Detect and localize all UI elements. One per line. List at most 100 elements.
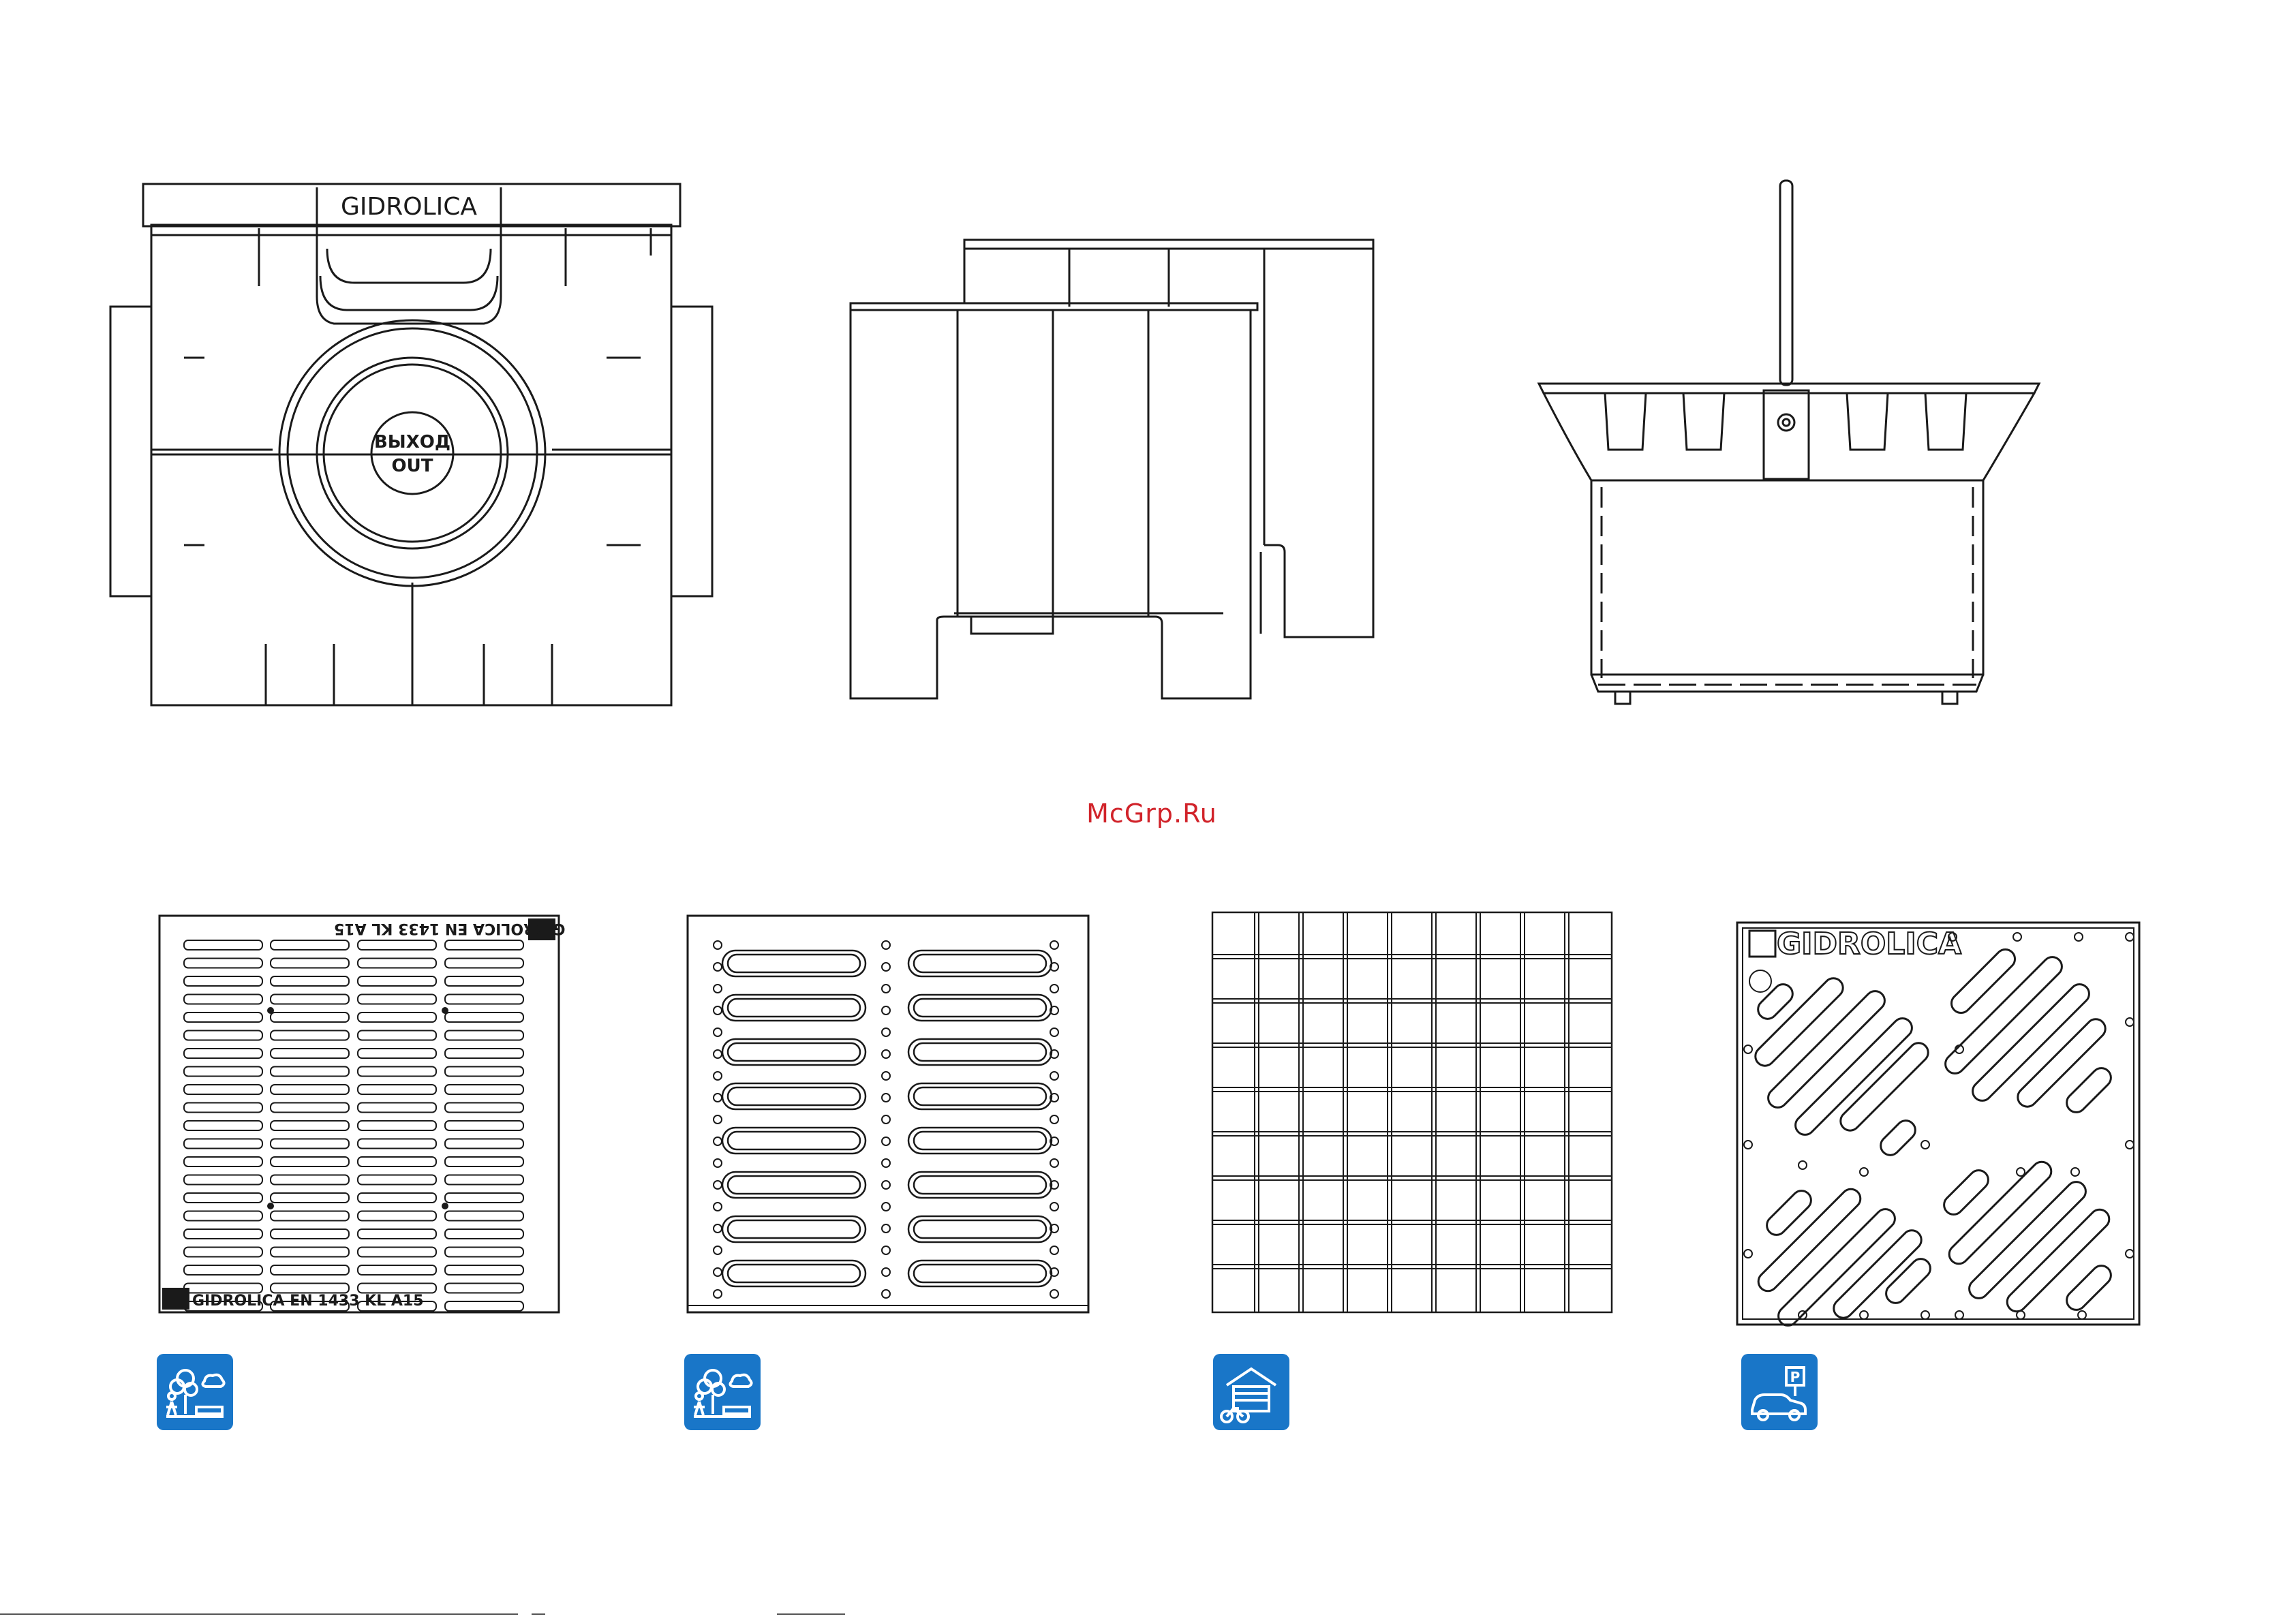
grate-slot [271, 1031, 349, 1040]
grate-slot [1882, 1255, 1934, 1307]
grate-slot [184, 1139, 262, 1149]
grate-slot [271, 1139, 349, 1149]
grate-slot-inner [914, 1220, 1046, 1238]
grate-slot [445, 1067, 523, 1077]
stacked-bodies-view [842, 232, 1387, 709]
grate-slot [1877, 1117, 1919, 1159]
rivet-dot [882, 941, 890, 949]
grate-slot [445, 1139, 523, 1149]
rivet-dot [714, 941, 722, 949]
grate-slot-inner [728, 1043, 860, 1061]
rivet-dot [1050, 1072, 1058, 1080]
grate-slot [358, 1284, 436, 1293]
grate-slot [184, 1049, 262, 1058]
grate-slot [358, 976, 436, 986]
grate-slot [271, 976, 349, 986]
bolt-dot [1798, 1161, 1807, 1169]
grate-slot [1754, 1185, 1864, 1295]
grate-slot [358, 1139, 436, 1149]
brand-label: GIDROLICA [341, 193, 477, 221]
grate-slot [1764, 987, 1888, 1111]
grate-steel-slotted [685, 913, 1094, 1322]
bolt-dot [1860, 1168, 1868, 1176]
grate-slot [184, 1121, 262, 1130]
grate-slot [271, 1229, 349, 1239]
outlet-label-en: OUT [392, 456, 433, 476]
grate-slot [358, 1103, 436, 1113]
rivet-dot [882, 1006, 890, 1015]
grate-slot-inner [728, 1132, 860, 1149]
bolt-dot [2017, 1311, 2025, 1319]
rivet-dot [882, 1137, 890, 1145]
rivet-dot [882, 1094, 890, 1102]
rivet-dot [714, 1094, 722, 1102]
rivet-dot [1050, 1246, 1058, 1254]
grate-slot [2063, 1262, 2115, 1314]
rivet-dot [882, 1268, 890, 1276]
grate-slot [358, 1175, 436, 1185]
grate-slot-inner [914, 1087, 1046, 1105]
grate-slot-inner [728, 999, 860, 1017]
grate-slot [445, 1085, 523, 1094]
rivet-dot [882, 1290, 890, 1298]
rivet-dot [714, 1203, 722, 1211]
bolt-dot [2126, 933, 2134, 941]
grate-plastic-slotted: GIDROLICA EN 1433 KL A15 GIDROLICA EN 14… [157, 913, 566, 1322]
grate-slot [445, 1248, 523, 1257]
bolt-dot [2078, 1311, 2086, 1319]
grate-slot [445, 976, 523, 986]
bolt-dot [2013, 933, 2021, 941]
grate-slot [184, 1229, 262, 1239]
grate-slot [271, 1013, 349, 1022]
grate-slot [184, 1175, 262, 1185]
grate-slot [271, 1049, 349, 1058]
grate-slot [184, 940, 262, 950]
bolt-dot [1955, 1311, 1963, 1319]
grate-slot-inner [914, 999, 1046, 1017]
grate-slot [184, 959, 262, 968]
grate-slot [358, 1248, 436, 1257]
rivet-dot [1050, 1203, 1058, 1211]
rivet-dot [882, 1115, 890, 1124]
basket-side-view [1533, 174, 2045, 712]
rivet-dot [714, 1050, 722, 1058]
grate-slot [271, 940, 349, 950]
bolt-dot [2071, 1168, 2079, 1176]
bolt-dot [1921, 1141, 1929, 1149]
page-footer-rule [0, 1611, 886, 1618]
grate-slot [445, 1013, 523, 1022]
grate-slot [271, 1265, 349, 1275]
grate-slot-inner [728, 1087, 860, 1105]
rivet-dot [1050, 985, 1058, 993]
rivet-dot [714, 1115, 722, 1124]
grate-slot [271, 959, 349, 968]
rivet-dot [882, 1246, 890, 1254]
grate-slot [184, 1031, 262, 1040]
grate-slot [271, 1248, 349, 1257]
grate-slot [358, 1157, 436, 1166]
grate-slot [184, 1284, 262, 1293]
rivet-dot [882, 1028, 890, 1036]
grate-slot [445, 1175, 523, 1185]
park-pedestrian-icon [157, 1354, 233, 1430]
grate-slot [445, 1229, 523, 1239]
grate-slot [271, 1193, 349, 1203]
bolt-dot [2126, 1018, 2134, 1026]
bolt-dot [2126, 1141, 2134, 1149]
rivet-dot [714, 1181, 722, 1189]
grate-slot-inner [728, 955, 860, 972]
grate-slot [271, 1067, 349, 1077]
bolt-dot [2017, 1168, 2025, 1176]
grate-slot-inner [914, 1176, 1046, 1194]
rivet-dot [714, 985, 722, 993]
rivet-dot [714, 1268, 722, 1276]
grate-slot [445, 1121, 523, 1130]
grate-slot [445, 1193, 523, 1203]
grate-slot [271, 1157, 349, 1166]
grate-slot [445, 1157, 523, 1166]
grate-slot [358, 995, 436, 1004]
grate-slot [271, 1103, 349, 1113]
watermark: McGrp.Ru [1063, 799, 1240, 829]
rivet-dot [714, 1290, 722, 1298]
rivet-dot [714, 1028, 722, 1036]
